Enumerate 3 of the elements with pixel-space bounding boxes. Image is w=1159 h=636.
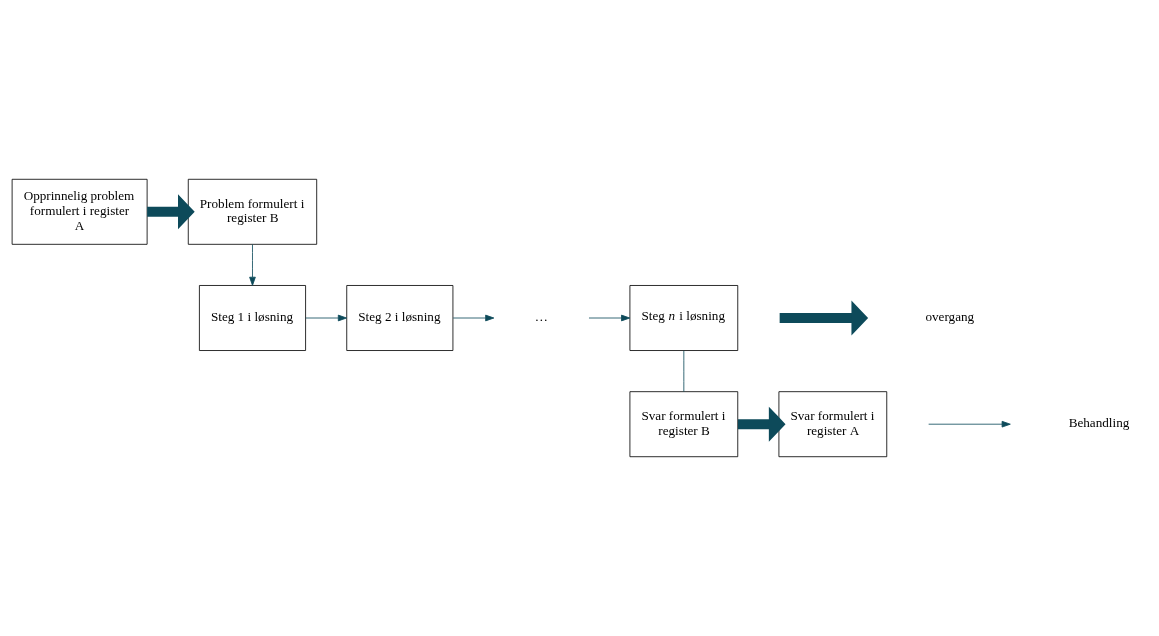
legend-label: Behandling [1068, 415, 1130, 431]
node-text: … [534, 309, 548, 325]
legend-label: overgang [925, 309, 975, 325]
